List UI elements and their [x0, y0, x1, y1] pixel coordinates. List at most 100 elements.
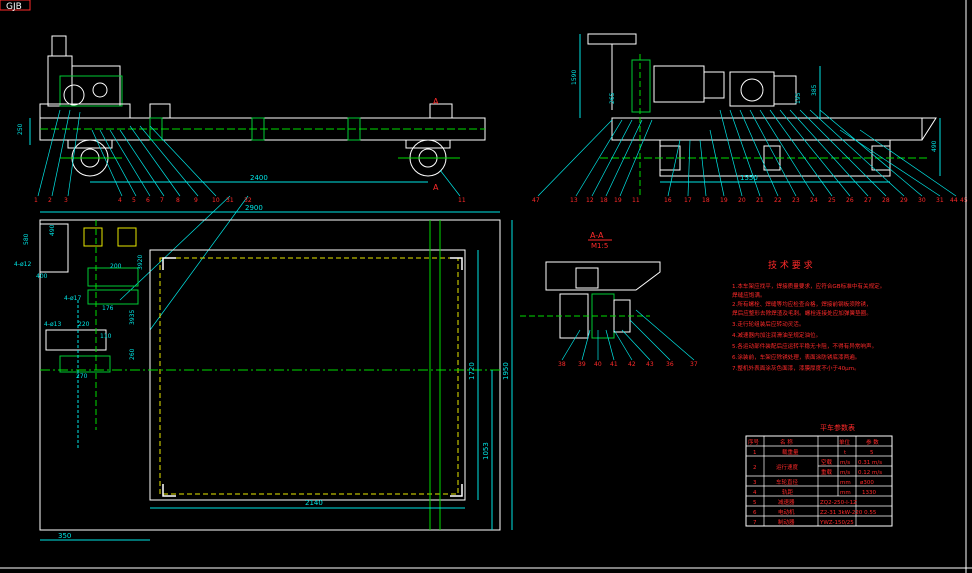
balloon-label: 5 [132, 197, 136, 204]
balloon-label: 28 [882, 197, 890, 204]
table-cell: 运行速度 [776, 463, 799, 471]
corner-tag: GJB [6, 2, 22, 12]
balloon-label: 19 [720, 197, 728, 204]
dim-4-12: 4-ø12 [14, 261, 31, 268]
table-cell: 制动器 [778, 518, 795, 526]
balloon-label: 1 [34, 197, 38, 204]
balloon-label: 3 [64, 197, 68, 204]
dim-4-17: 4-ø17 [64, 295, 81, 302]
table-cell: 车轮直径 [776, 478, 799, 486]
corner-tag-box [0, 0, 31, 11]
table-cell: m/s [840, 470, 850, 476]
front-balloons: 1 2 3 4 5 6 7 8 9 10 11 31 32 [34, 197, 466, 204]
dim-v-1053: 1053 [482, 442, 490, 460]
tech-requirements: 技 术 要 求 1.本车架应找平，焊接质量要求，应符合GB标准中有关规定。 焊缝… [732, 259, 885, 372]
dim-width-1720: 1720 [468, 362, 476, 380]
dim-400: 400 [36, 273, 48, 280]
balloon-label: 45 [960, 197, 968, 204]
dim-rail-len: 2900 [245, 204, 263, 212]
table-cell: 4 [753, 490, 757, 496]
balloon-label: 43 [646, 361, 654, 368]
dim-side-1590: 1590 [571, 70, 578, 85]
section-mark-a-bottom: A [433, 183, 439, 192]
table-cell: t [844, 450, 847, 456]
balloon-label: 29 [900, 197, 908, 204]
tech-req-line: 4.减速器内加注润滑油至规定油位。 [732, 331, 821, 339]
table-cell: mm [840, 490, 851, 496]
callout-31: 31 [226, 197, 234, 204]
balloon-label: 44 [950, 197, 958, 204]
balloon-label: 36 [666, 361, 674, 368]
balloon-label: 23 [792, 197, 800, 204]
dim-wheel-base: 2400 [250, 174, 268, 182]
table-cell: 空载 [821, 458, 833, 466]
tech-req-line: 焊缝应饱满。 [732, 291, 766, 299]
balloon-label: 27 [864, 197, 872, 204]
balloon-label: 31 [936, 197, 944, 204]
table-cell: 3 [753, 480, 757, 486]
balloon-label: 30 [918, 197, 926, 204]
balloon-label: 42 [628, 361, 636, 368]
balloon-label: 2 [48, 197, 52, 204]
balloon-label: 47 [532, 197, 540, 204]
balloon-label: 37 [690, 361, 698, 368]
balloon-label: 11 [632, 197, 640, 204]
balloon-label: 10 [212, 197, 220, 204]
section-mark-a-top: A [433, 97, 439, 106]
tech-req-line: 7.整机外表面涂灰色面漆，漆膜厚度不小于40μm。 [732, 364, 860, 372]
dim-200: 200 [110, 263, 122, 270]
dim-bottom-len: 2140 [305, 499, 323, 507]
dim-side-490: 490 [931, 140, 938, 152]
balloon-label: 12 [586, 197, 594, 204]
table-cell: 6 [753, 510, 757, 516]
table-cell: 5 [870, 450, 874, 456]
front-elevation: A A 2400 250 [17, 35, 486, 331]
table-cell: 7 [753, 520, 757, 526]
table-cell: 0.31 m/s [858, 460, 882, 466]
callout-32: 32 [244, 197, 252, 204]
balloon-label: 16 [664, 197, 672, 204]
balloon-label: 40 [594, 361, 602, 368]
balloon-label: 38 [558, 361, 566, 368]
balloon-label: 17 [684, 197, 692, 204]
balloon-label: 11 [458, 197, 466, 204]
balloon-label: 21 [756, 197, 764, 204]
table-header: 序号 [748, 438, 760, 446]
dim-top-250: 250 [17, 123, 24, 135]
tech-req-line: 2.所有螺栓、焊缝等均应检查合格，焊接前钢板须除锈， [732, 300, 872, 308]
tech-req-line: 焊后应整形去除焊渣及毛刺。螺栓连接处应加弹簧垫圈。 [732, 309, 872, 317]
dim-side-1550: 1550 [740, 174, 758, 182]
tech-req-title: 技 术 要 求 [768, 259, 813, 271]
dim-110: 110 [100, 333, 112, 340]
dim-580: 580 [23, 233, 30, 245]
table-cell: 1 [753, 450, 757, 456]
balloon-label: 26 [846, 197, 854, 204]
dim-490b: 490 [49, 224, 56, 236]
dim-width-1950: 1950 [502, 362, 510, 380]
tech-req-line: 5.各运动部件装配后应运转平稳无卡阻，不得有异常响声。 [732, 342, 877, 350]
balloon-label: 22 [774, 197, 782, 204]
balloon-label: 9 [194, 197, 198, 204]
side-balloons: 47 13 12 18 19 11 16 17 18 19 20 21 22 2… [532, 197, 968, 204]
table-header: 名 称 [780, 438, 793, 446]
balloon-label: 25 [828, 197, 836, 204]
side-elevation: 1590 1550 490 385 195 265 [537, 33, 957, 197]
table-cell: 载重量 [782, 448, 799, 456]
balloon-label: 7 [160, 197, 164, 204]
table-cell: 电动机 [778, 508, 795, 516]
param-table-title: 平车参数表 [820, 423, 855, 432]
balloon-label: 18 [600, 197, 608, 204]
table-cell: YWZ-150/25 [819, 520, 854, 526]
section-title: A-A [590, 231, 604, 240]
table-cell: ZQ2-250-I-1Z [820, 500, 857, 506]
table-cell: 2 [753, 465, 757, 471]
table-cell: Z2-31 3kW-220 0.55 [820, 510, 877, 516]
table-cell: 0.12 m/s [858, 470, 882, 476]
table-cell: 轨距 [782, 488, 794, 496]
balloon-label: 13 [570, 197, 578, 204]
dim-260: 260 [129, 348, 136, 360]
table-cell: m/s [840, 460, 850, 466]
table-cell: mm [840, 480, 851, 486]
section-a-a: A-A M1:5 [520, 231, 695, 361]
